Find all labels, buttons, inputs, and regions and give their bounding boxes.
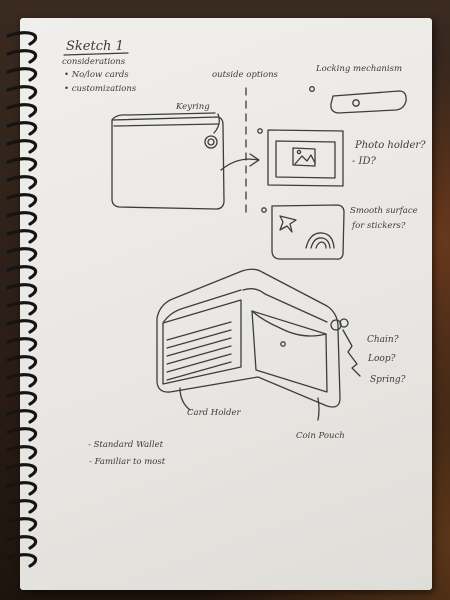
smooth-surface-label-1: Smooth surface xyxy=(350,206,418,216)
outside-options-label: outside options xyxy=(212,70,278,80)
closed-wallet-sketch xyxy=(111,112,225,210)
lock-strap xyxy=(330,90,407,114)
loop-label: Loop? xyxy=(368,354,396,364)
coin-pouch-leader xyxy=(317,397,320,421)
card-holder-leader xyxy=(179,387,191,411)
spring-label: Spring? xyxy=(370,375,406,385)
chain-label: Chain? xyxy=(367,335,399,345)
sketch-title: Sketch 1 xyxy=(66,39,124,54)
arrow xyxy=(220,158,259,171)
lock-dot xyxy=(309,86,315,92)
coin-pouch-label: Coin Pouch xyxy=(296,431,345,441)
standard-wallet-note: - Standard Wallet xyxy=(88,440,164,450)
consideration-item-1: • No/low cards xyxy=(64,70,129,80)
considerations-heading: considerations xyxy=(62,57,126,67)
sticker-surface-sketch xyxy=(271,204,345,260)
lock-hole xyxy=(352,99,360,107)
card-holder-label: Card Holder xyxy=(187,408,241,418)
keyring-label: Keyring xyxy=(176,102,210,112)
smooth-surface-label-2: for stickers? xyxy=(352,221,406,231)
title-underline xyxy=(63,52,129,56)
familiar-note: - Familiar to most xyxy=(89,457,166,467)
spiral-binding xyxy=(6,31,38,568)
open-wallet-sketch xyxy=(156,268,361,408)
photo-holder-label: Photo holder? xyxy=(355,140,426,151)
consideration-item-2: • customizations xyxy=(64,84,137,94)
photo-id-label: - ID? xyxy=(352,156,376,167)
photo-holder-sketch xyxy=(267,129,344,187)
locking-mechanism-label: Locking mechanism xyxy=(316,64,403,74)
